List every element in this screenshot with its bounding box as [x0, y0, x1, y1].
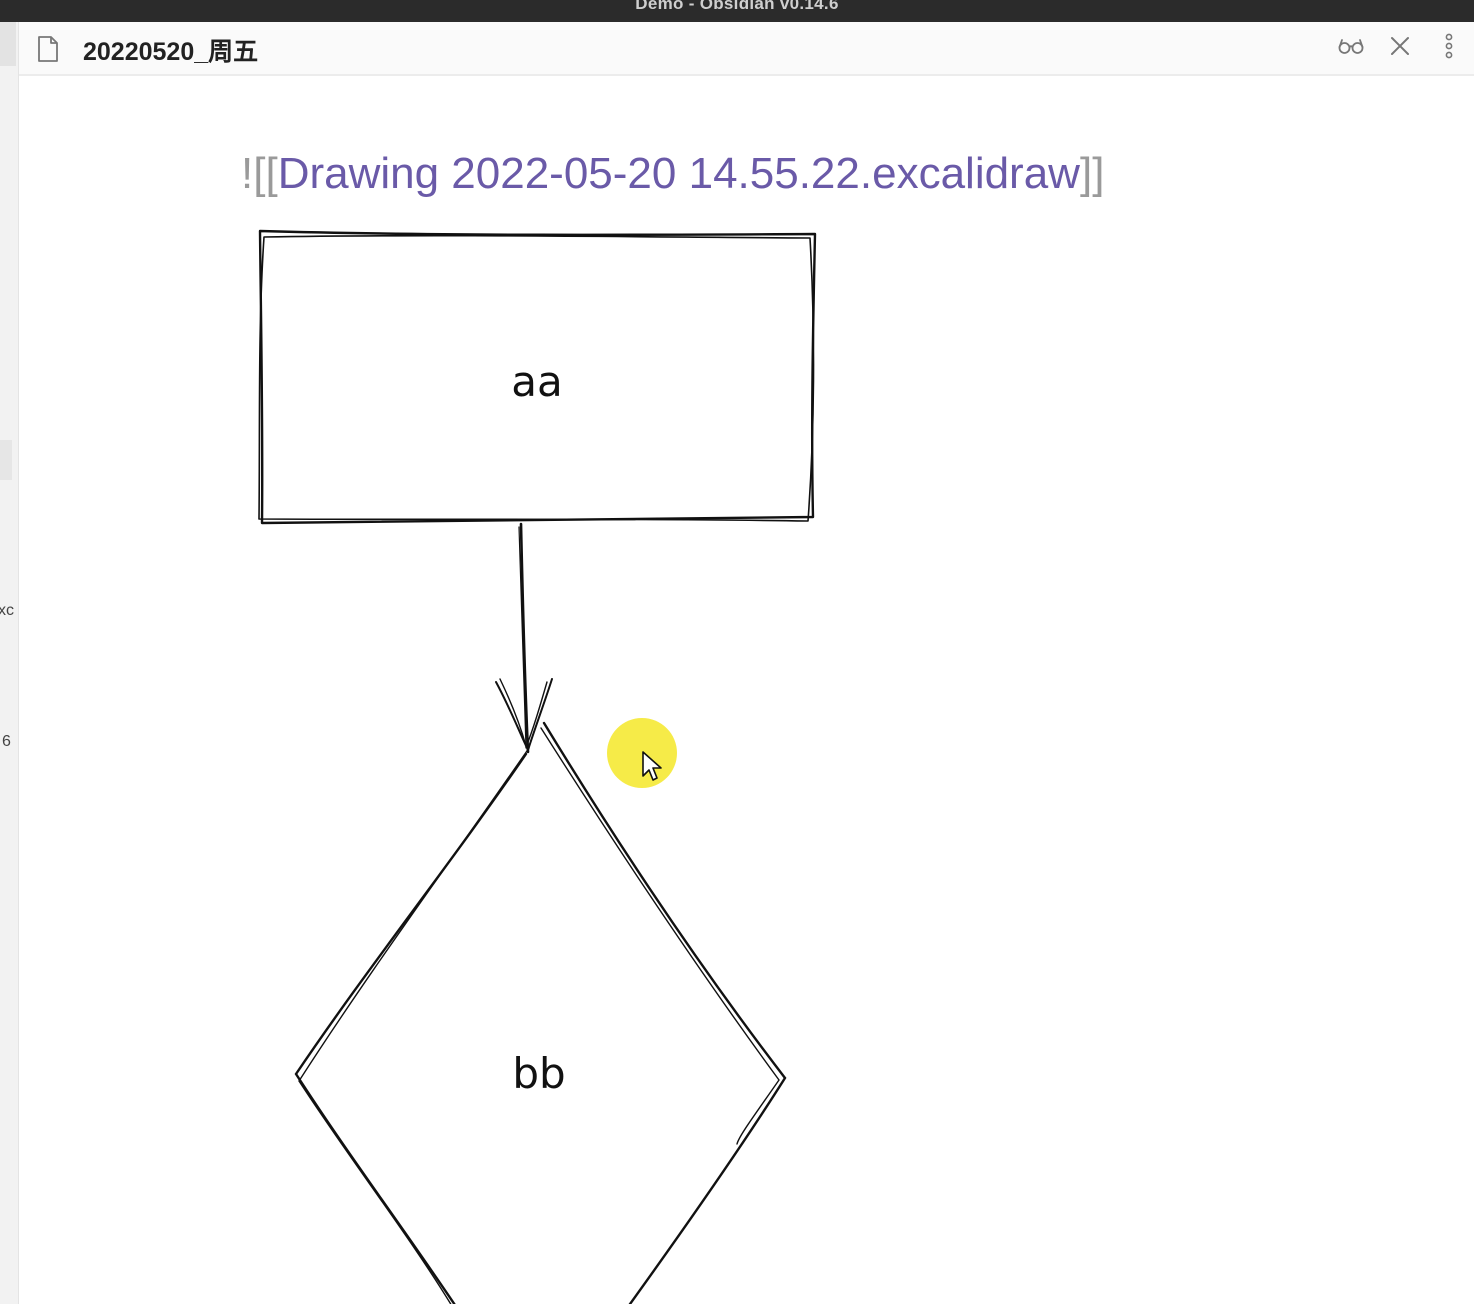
- view-header: 20220520_周五: [19, 22, 1474, 76]
- window-titlebar: Demo - Obsidian v0.14.6: [0, 0, 1474, 22]
- file-icon: [35, 35, 61, 68]
- diamond-node[interactable]: bb: [294, 721, 787, 1304]
- editor-content[interactable]: ![[Drawing 2022-05-20 14.55.22.excalidra…: [19, 76, 1474, 1304]
- sidebar-active-tab[interactable]: [0, 22, 16, 66]
- more-options-button[interactable]: [1432, 33, 1466, 63]
- sidebar-text-fragment: xc: [0, 602, 14, 619]
- more-options-icon: [1444, 33, 1454, 64]
- close-button[interactable]: [1383, 33, 1417, 63]
- left-sidebar-strip[interactable]: xc 6: [0, 22, 19, 1304]
- sidebar-text-fragment: 6: [2, 733, 11, 750]
- rectangle-label: aa: [511, 357, 562, 406]
- excalidraw-drawing[interactable]: aa bb: [19, 76, 1474, 1304]
- embed-link[interactable]: Drawing 2022-05-20 14.55.22.excalidraw: [277, 149, 1080, 198]
- window-title: Demo - Obsidian v0.14.6: [635, 0, 839, 13]
- embed-prefix: ![[: [241, 149, 278, 198]
- diamond-label: bb: [512, 1049, 565, 1098]
- mouse-pointer-icon: [641, 750, 663, 789]
- arrow-connector[interactable]: [495, 522, 553, 754]
- view-title: 20220520_周五: [83, 38, 259, 66]
- sidebar-selected-item[interactable]: [0, 440, 12, 480]
- close-icon: [1389, 35, 1411, 62]
- embed-link-line[interactable]: ![[Drawing 2022-05-20 14.55.22.excalidra…: [241, 149, 1104, 199]
- reading-view-button[interactable]: [1334, 33, 1368, 63]
- rectangle-node[interactable]: aa: [258, 229, 817, 525]
- reading-view-icon: [1337, 36, 1365, 61]
- cursor-highlight: [607, 718, 677, 788]
- embed-suffix: ]]: [1079, 149, 1105, 198]
